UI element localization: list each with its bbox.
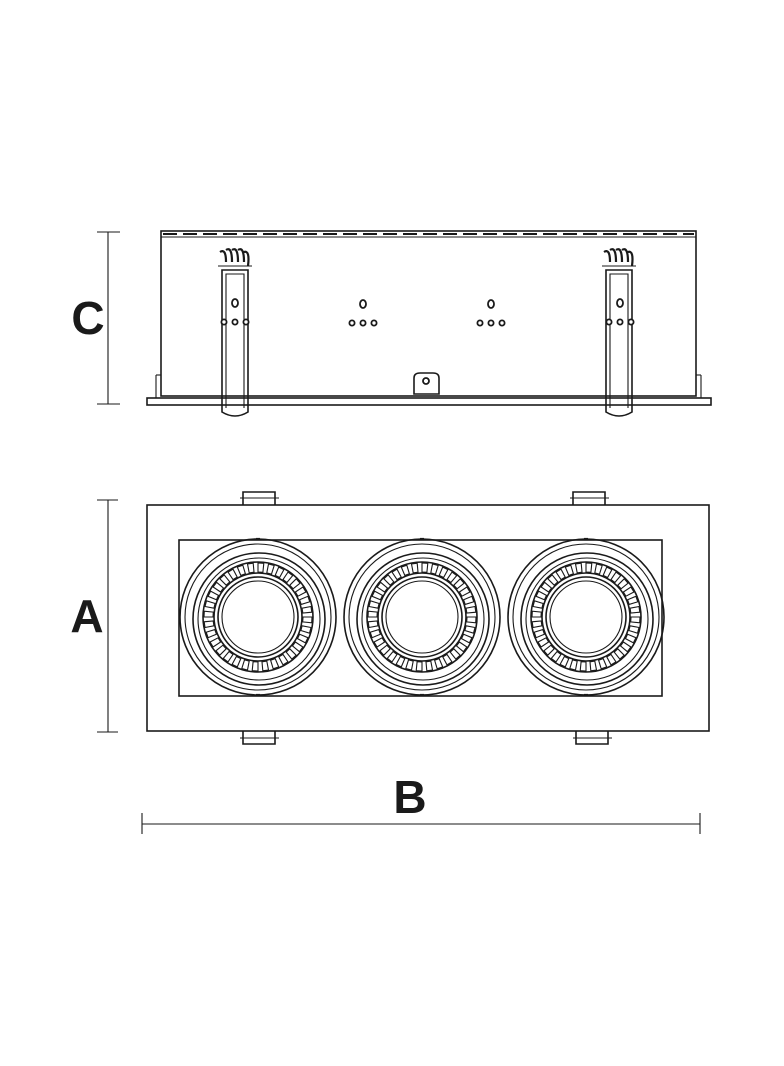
lamp-fin-ring xyxy=(367,562,477,672)
side-view: C xyxy=(71,230,712,417)
dimension-b: B xyxy=(141,771,701,834)
lamp-array xyxy=(179,537,665,697)
dimension-a: A xyxy=(70,499,118,733)
lamp-module xyxy=(179,537,337,697)
dimension-b-label: B xyxy=(393,771,426,823)
bottom-clips xyxy=(240,731,612,745)
center-mounting-tab xyxy=(400,372,455,397)
trim-flange xyxy=(146,397,712,406)
vent-holes-left xyxy=(348,299,378,327)
lamp-module xyxy=(343,537,501,697)
dimension-a-label: A xyxy=(70,590,103,642)
vent-holes-right xyxy=(476,299,506,327)
top-clips xyxy=(240,491,609,505)
lamp-fin-ring xyxy=(531,562,641,672)
spring-clip-left xyxy=(218,248,252,417)
outer-trim-frame xyxy=(146,504,710,732)
front-view: A xyxy=(70,491,710,745)
lamp-module xyxy=(507,537,665,697)
dimension-c: C xyxy=(71,231,120,405)
spring-clip-right xyxy=(602,248,636,417)
dimension-c-label: C xyxy=(71,292,104,344)
lamp-fin-ring xyxy=(203,562,313,672)
